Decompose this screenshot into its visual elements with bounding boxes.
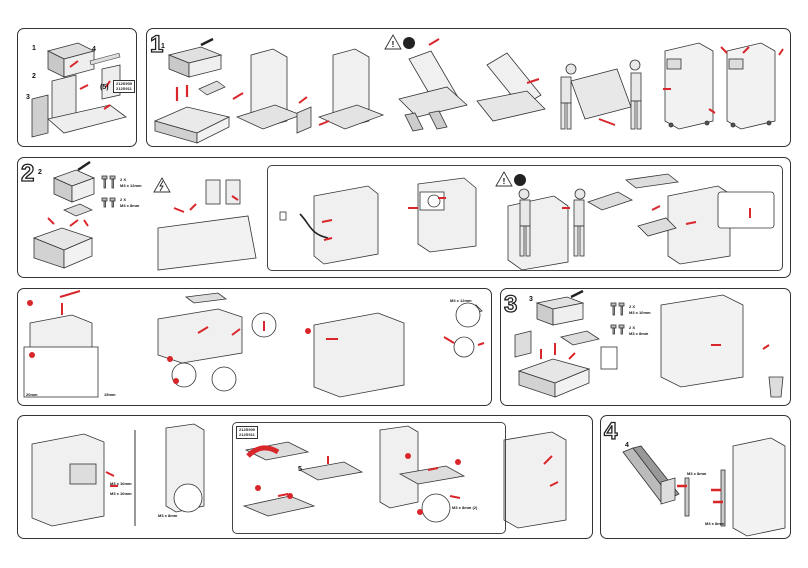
screw-a-size: M3 x 12mm [120,183,142,188]
panel-intro: 1 2 3 4 (5) 212S909 212S911 [17,28,137,147]
screw3-a-size: M3 x 10mm [629,310,651,315]
unpack-diagram [31,42,127,138]
label-step4-sub: 4 [625,442,629,449]
label-3: 3 [26,94,30,101]
panel-step-4: 4 4 M3 x 8mm M3 x 8mm [600,415,791,539]
svg-text:!: ! [392,40,395,49]
panel-finisher-install: 212S909 212S911 5 M3 x 10mm M3 x 10mm M3… [17,415,593,539]
finisher-part-number-box: 212S909 212S911 [236,426,259,440]
label-2: 2 [32,73,36,80]
step-number-4: 4 [603,418,618,445]
step-number-2: 2 [20,160,35,187]
mid-screw-label: M3 x 12mm [450,298,472,303]
step2-inner-diagram: ! [279,171,775,271]
svg-text:!: ! [503,177,506,186]
finisher-screw-a: M3 x 10mm [110,481,132,486]
size-20mm: 20mm [26,392,38,397]
step-number-1: 1 [149,31,164,58]
label-step1-sub: 1 [161,43,165,50]
screw3-b-count: 2 X [629,325,636,330]
panel-finisher-inner [232,422,506,534]
step4-screw-b: M3 x 8mm [705,521,725,526]
step4-diagram [622,437,786,537]
tray-install-diagram [23,290,485,398]
label-step3-sub: 3 [529,296,533,303]
finisher-screw-b: M3 x 10mm [110,491,132,496]
finisher-screw-c: M3 x 8mm [158,513,178,518]
panel-tray-install: M3 x 12mm 20mm 15mm [17,288,492,406]
size-15mm: 15mm [104,392,116,397]
step3-diagram [514,289,784,398]
screw-b-count: 2 X [120,197,127,202]
screw-b-size: M3 x 8mm [120,203,140,208]
screw-a-count: 2 X [120,177,127,182]
panel-step-2: 2 2 2 X M3 x 12mm 2 X M3 x 8mm [17,157,791,278]
label-1: 1 [32,45,36,52]
step4-screw-a: M3 x 8mm [687,471,707,476]
step-number-3: 3 [503,291,518,318]
panel-step-3: 3 3 2 X M3 x 10mm 2 X M3 x 8mm [500,288,791,406]
step2-left-diagram [32,160,257,271]
screw3-a-count: 2 X [629,304,636,309]
label-5: (5) [100,84,109,91]
part-number-box: 212S909 212S911 [113,80,136,94]
panel-step-1: 1 1 ! [146,28,791,147]
step1-diagram: ! [153,34,784,144]
finisher-install-diagram [31,423,567,529]
finisher-screw-d: M3 x 8mm (2) [452,505,478,510]
label-step2-sub: 2 [38,169,42,176]
panel-step-2-inner: ! [267,165,783,271]
screw3-b-size: M3 x 8mm [629,331,649,336]
label-4: 4 [92,46,96,53]
label-5-finisher: 5 [298,466,302,473]
